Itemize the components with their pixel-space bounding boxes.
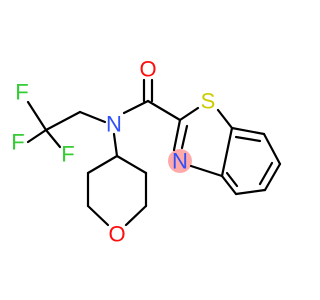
bond-oxane-3 xyxy=(86,204,110,227)
bond-c6-c5 xyxy=(263,162,282,192)
bond-cf3-f1 xyxy=(26,100,48,132)
bond-arom-1 xyxy=(234,135,262,143)
bond-carbonyl-c2 xyxy=(146,99,182,122)
bonds xyxy=(26,78,282,227)
bond-n-c4oxane xyxy=(112,132,119,158)
bond-c2-s xyxy=(178,106,200,122)
bond-c3a-n xyxy=(189,164,224,178)
atom-label-f2: F xyxy=(11,130,24,155)
bond-oxane-1 xyxy=(86,154,119,175)
atom-label-o-carbonyl: O xyxy=(139,57,156,82)
bond-arom-2 xyxy=(258,161,274,186)
bond-s-c7a xyxy=(216,108,234,130)
bond-n-carbonyl xyxy=(122,99,150,115)
ring-nitrogen-highlight xyxy=(168,149,192,173)
bond-arom-3 xyxy=(225,171,239,188)
bond-cf3-ch2 xyxy=(44,110,82,132)
atom-label-s-ring: S xyxy=(201,89,216,114)
bond-n-c2 xyxy=(172,118,182,152)
bond-ch2-n xyxy=(78,110,107,124)
bond-cf3-f2 xyxy=(26,128,48,144)
bond-oxane-6 xyxy=(124,204,148,227)
atom-label-n-amide: N xyxy=(106,112,122,137)
bond-c5-c4 xyxy=(234,188,267,196)
atom-label-n-ring: N xyxy=(172,149,188,174)
bond-c7a-c7 xyxy=(230,126,266,136)
molecule-diagram: F F F N O S N O xyxy=(11,57,282,247)
atom-label-f1: F xyxy=(15,80,28,105)
bond-c7a-c3a xyxy=(220,126,234,178)
atom-labels: F F F N O S N O xyxy=(11,57,215,247)
bond-cf3-f3 xyxy=(44,128,62,149)
bond-oxane-4 xyxy=(115,154,148,175)
atom-label-o-ring: O xyxy=(108,222,125,247)
bond-c4-c3a xyxy=(220,174,238,196)
bond-n-c2-inner xyxy=(180,124,189,150)
atom-label-f3: F xyxy=(61,142,74,167)
bond-c7-c6 xyxy=(262,132,282,166)
